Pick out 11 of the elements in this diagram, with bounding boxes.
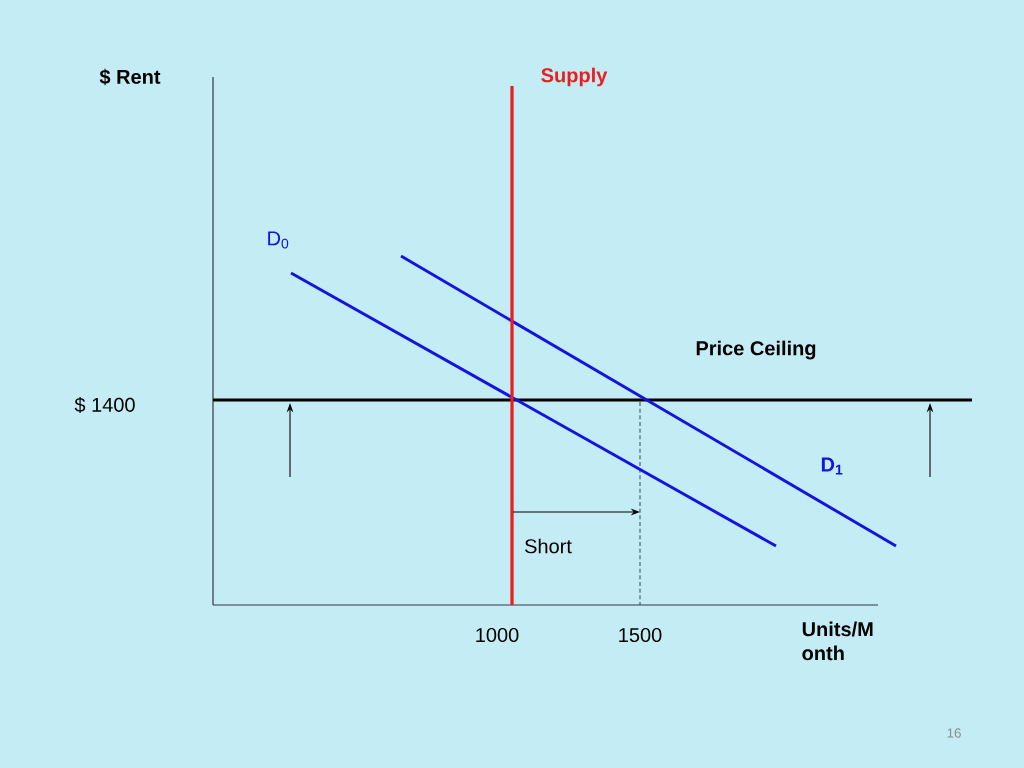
curve-label: Supply [541,67,608,87]
annotation: Short [525,538,572,554]
page-number: 16 [947,728,961,738]
curve-label: D$_{0}$ [268,231,289,249]
tick-label: 1500 [619,627,662,643]
line-label: Price Ceiling [696,340,816,360]
tick-label: $ 1400 [74,396,135,414]
curve-label: D$_{1}$ [821,457,843,475]
axis-title: Units/M onth [802,621,873,661]
axis-title: $ Rent [99,68,161,86]
tick-label: 1000 [476,627,519,643]
